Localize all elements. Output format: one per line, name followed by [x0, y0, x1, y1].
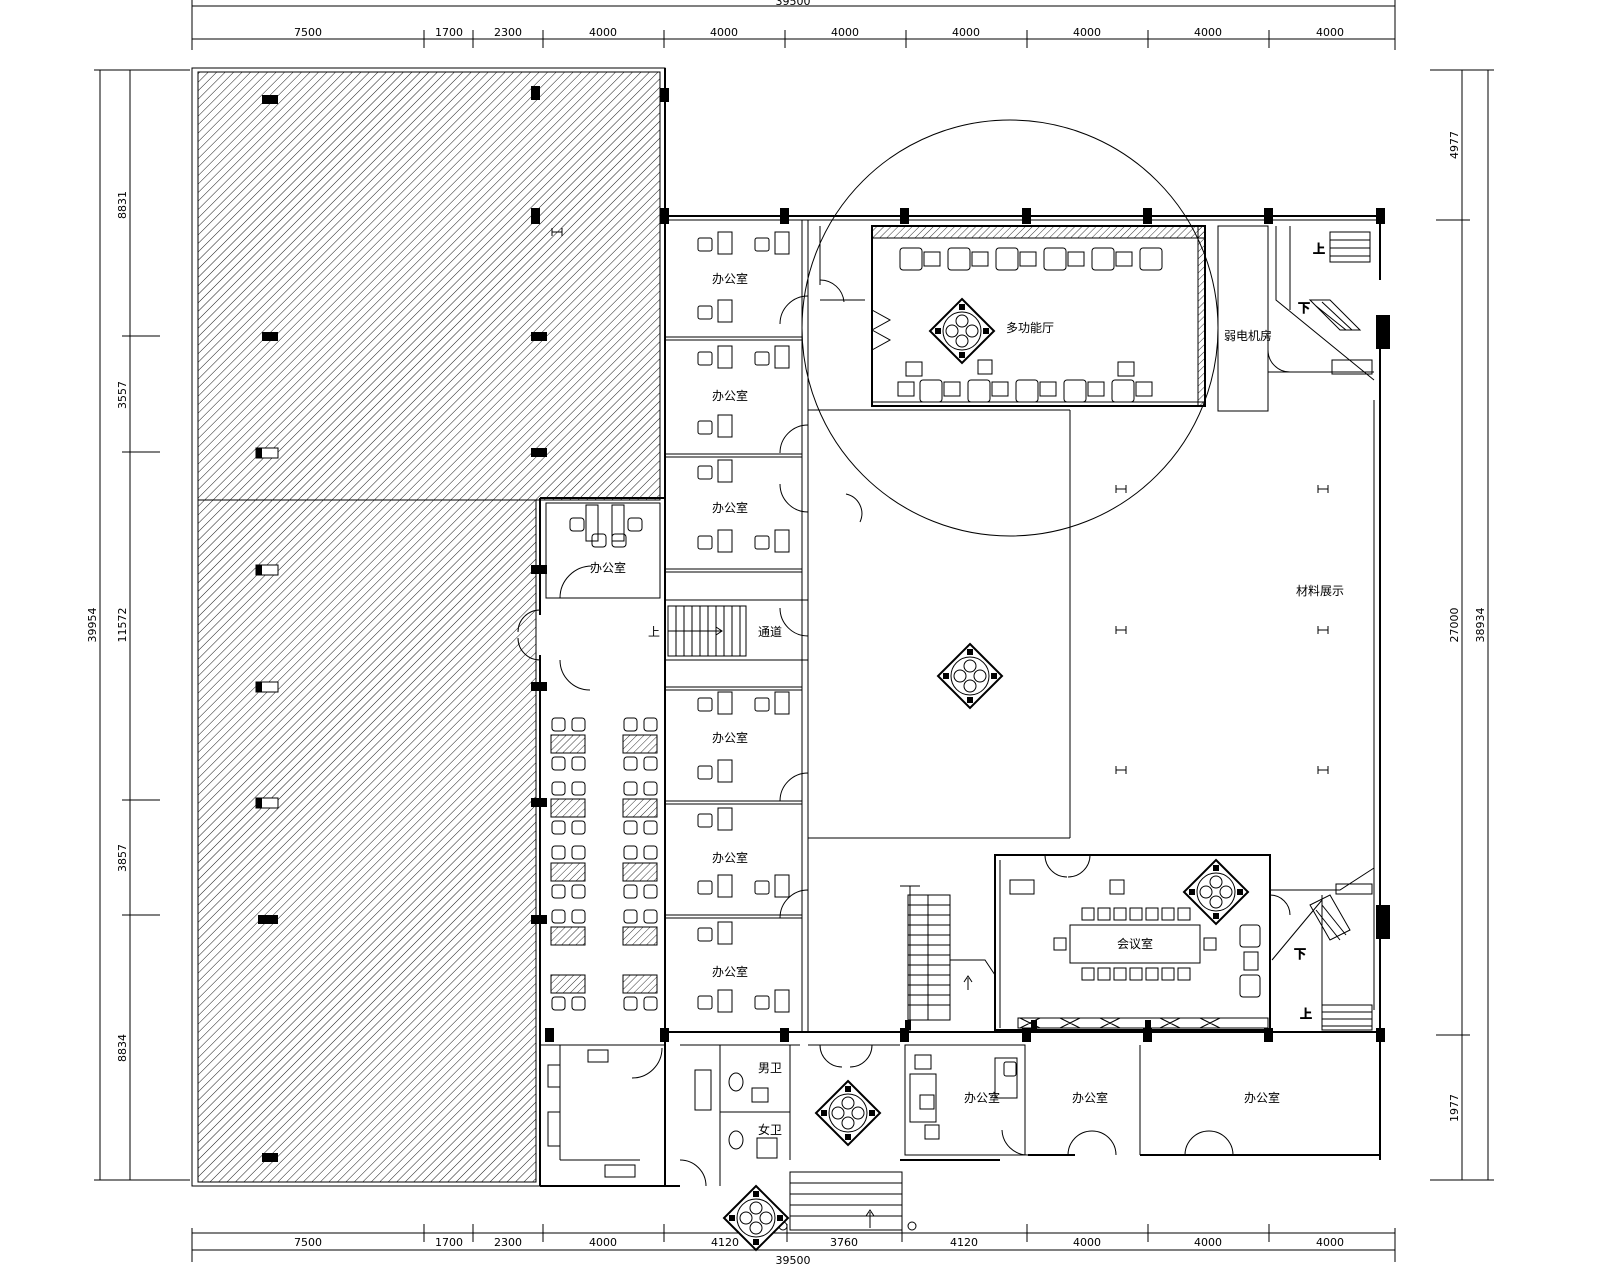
dim-top-3: 2300 — [494, 26, 522, 39]
dim-bottom-8: 4000 — [1073, 1236, 1101, 1249]
dim-top-4: 4000 — [589, 26, 617, 39]
left-dimension-chain: 39954 8831 3557 11572 3857 8834 — [86, 69, 190, 1181]
display-hall: 材料展示 — [551, 228, 1374, 839]
right-dimension-chain: 38934 4977 27000 1977 — [1430, 69, 1494, 1181]
dim-bottom-10: 4000 — [1316, 1236, 1344, 1249]
stair-southeast: 下 上 — [1270, 867, 1375, 1031]
service-area: 男卫 女卫 — [540, 1044, 800, 1187]
stair-central — [900, 885, 996, 1032]
hatched-block — [191, 67, 666, 1187]
dim-bottom-6: 3760 — [830, 1236, 858, 1249]
misc-columns — [905, 1020, 1151, 1030]
meeting-room: 会议室 — [994, 854, 1291, 1031]
room-label-power-room: 弱电机房 — [1224, 328, 1272, 343]
dim-bottom-2: 1700 — [435, 1236, 463, 1249]
stair-label-down-se: 下 — [1294, 947, 1306, 961]
room-label-material-display: 材料展示 — [1296, 584, 1344, 598]
room-label-multi-hall: 多功能厅 — [1006, 321, 1054, 335]
dim-right-inner: 27000 — [1448, 608, 1461, 643]
dim-bottom-5: 4120 — [711, 1236, 739, 1249]
room-label-corridor: 通道 — [758, 625, 782, 639]
open-office — [550, 717, 658, 1011]
room-label-male-wc: 男卫 — [758, 1061, 782, 1075]
round-table-1 — [928, 297, 996, 365]
dim-bottom-9: 4000 — [1194, 1236, 1222, 1249]
dim-top-5: 4000 — [710, 26, 738, 39]
dim-right-2: 1977 — [1448, 1094, 1461, 1122]
round-table-symbols — [722, 297, 1250, 1252]
dim-top-2: 1700 — [435, 26, 463, 39]
round-table-2 — [936, 642, 1004, 710]
dim-left-1: 8831 — [116, 191, 129, 219]
room-label-office-b3: 办公室 — [1244, 1090, 1280, 1105]
room-label-office-5: 办公室 — [712, 850, 748, 865]
stair-label-up-se: 上 — [1300, 1007, 1312, 1021]
room-label-meeting: 会议室 — [1117, 936, 1153, 951]
dim-top-1: 7500 — [294, 26, 322, 39]
dim-overall-bottom: 39500 — [776, 1254, 811, 1267]
room-label-female-wc: 女卫 — [758, 1122, 782, 1137]
room-label-office-b1: 办公室 — [964, 1090, 1000, 1105]
structural-columns — [545, 88, 1390, 1042]
left-wing-rooms: 办公室 上 通道 — [517, 502, 808, 691]
stair-label-up-passage: 上 — [648, 625, 660, 639]
dim-bottom-7: 4120 — [950, 1236, 978, 1249]
dim-top-8: 4000 — [1073, 26, 1101, 39]
stair-label-up-ne: 上 — [1313, 242, 1325, 256]
stair-northeast: 上 下 — [1275, 226, 1375, 381]
dim-top-9: 4000 — [1194, 26, 1222, 39]
dim-overall-top: 39500 — [776, 0, 811, 8]
dim-bottom-4: 4000 — [589, 1236, 617, 1249]
round-table-4 — [814, 1079, 882, 1147]
dim-bottom-3: 2300 — [494, 1236, 522, 1249]
dim-left-4: 3857 — [116, 844, 129, 872]
round-table-5 — [722, 1184, 790, 1252]
dim-top-7: 4000 — [952, 26, 980, 39]
dim-left-3: 11572 — [116, 608, 129, 643]
round-table-3 — [1182, 858, 1250, 926]
room-label-office-2: 办公室 — [712, 388, 748, 403]
room-label-office-1: 办公室 — [712, 271, 748, 286]
multi-function-hall: 多功能厅 — [801, 119, 1219, 537]
dim-left-5: 8834 — [116, 1034, 129, 1062]
room-label-office-small: 办公室 — [590, 560, 626, 575]
room-label-office-b2: 办公室 — [1072, 1090, 1108, 1105]
room-label-office-4: 办公室 — [712, 730, 748, 745]
dim-right-overall: 38934 — [1474, 608, 1487, 643]
stair-label-down-ne: 下 — [1298, 301, 1310, 315]
dim-left-2: 3557 — [116, 381, 129, 409]
dim-right-1: 4977 — [1448, 131, 1461, 159]
room-label-office-3: 办公室 — [712, 500, 748, 515]
bottom-offices: 办公室 办公室 办公室 — [904, 1044, 1280, 1156]
office-column: 办公室 办公室 办公室 办公室 办公室 办公室 — [665, 220, 809, 1032]
dim-left-overall: 39954 — [86, 608, 99, 643]
dim-top-6: 4000 — [831, 26, 859, 39]
power-room: 弱电机房 — [1217, 225, 1291, 412]
dim-bottom-1: 7500 — [294, 1236, 322, 1249]
dim-top-10: 4000 — [1316, 26, 1344, 39]
top-dimension-chain: 39500 7500 1700 2300 4000 4000 4000 4000… — [191, 0, 1396, 50]
room-label-office-6: 办公室 — [712, 964, 748, 979]
